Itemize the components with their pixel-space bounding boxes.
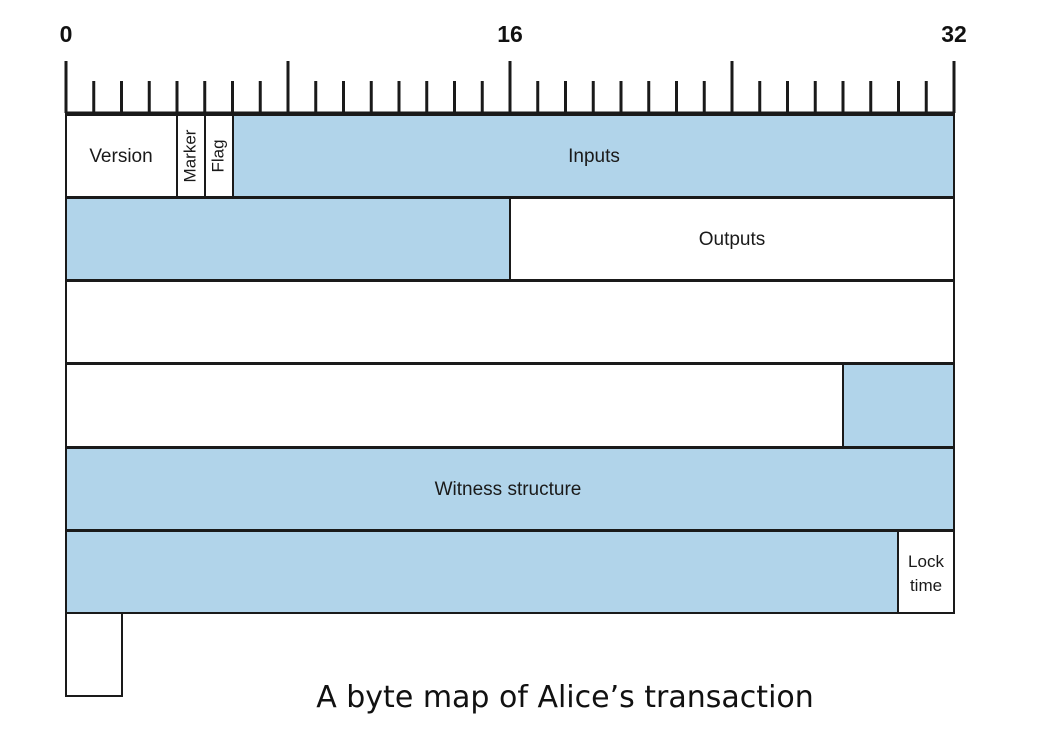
scale-label-32: 32 xyxy=(941,21,967,47)
inputs-field xyxy=(232,114,955,198)
flag-label: Flag xyxy=(208,139,227,172)
witness-structure-field xyxy=(65,447,955,531)
witness-field-end xyxy=(65,530,899,614)
marker-field xyxy=(176,114,206,198)
lock-time-label-line1: Lock xyxy=(908,552,944,571)
lock-time-field xyxy=(897,530,955,614)
scale-label-0: 0 xyxy=(60,21,73,47)
version-field xyxy=(65,114,178,198)
byte-ruler xyxy=(64,61,956,115)
lock-time-label-line2: time xyxy=(910,576,942,595)
lock-time-field-end xyxy=(65,614,123,697)
outputs-field xyxy=(509,197,955,281)
marker-label: Marker xyxy=(180,129,199,182)
inputs-label: Inputs xyxy=(568,146,620,167)
diagram-caption: A byte map of Alice’s transaction xyxy=(316,680,814,715)
outputs-label: Outputs xyxy=(699,229,766,250)
version-label: Version xyxy=(89,146,152,167)
witness-structure-label: Witness structure xyxy=(435,479,582,500)
scale-label-16: 16 xyxy=(497,21,523,47)
witness-field-start xyxy=(842,363,955,448)
outputs-field-end xyxy=(65,363,844,448)
outputs-field-continued xyxy=(65,280,955,364)
inputs-field-continued xyxy=(65,197,511,281)
